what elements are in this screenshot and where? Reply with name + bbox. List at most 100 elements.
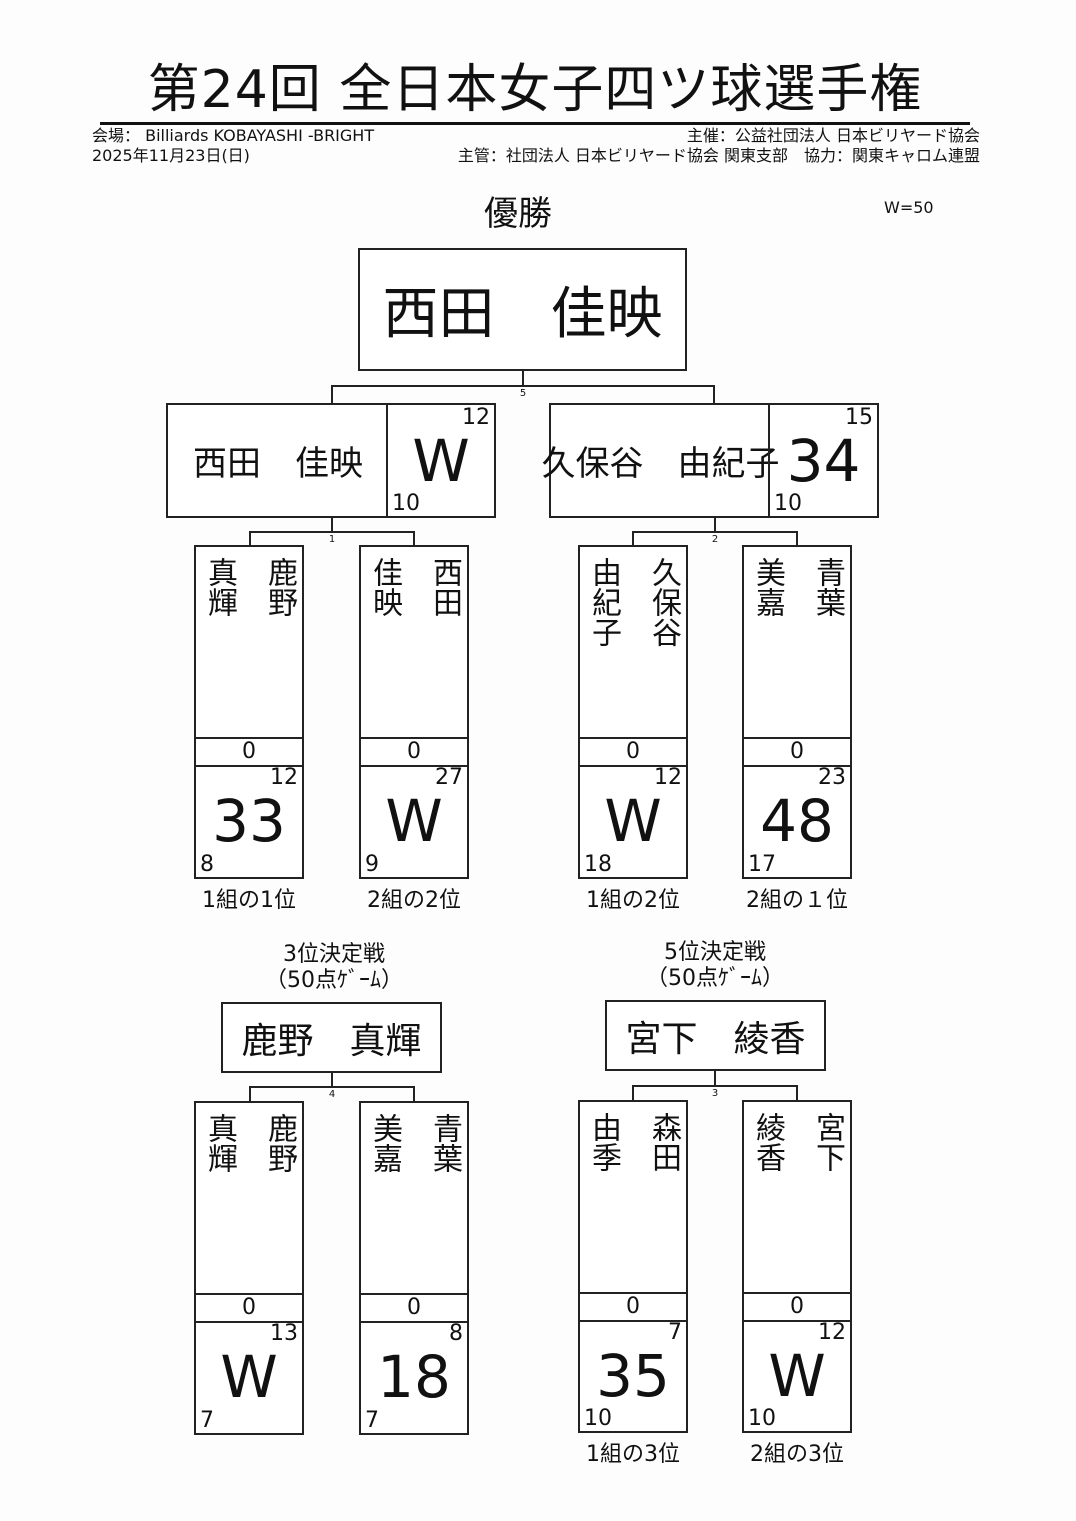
connector-line <box>331 385 333 403</box>
player-name: 久保谷 由紀子 <box>586 557 681 647</box>
connector-line <box>331 517 333 531</box>
connector-line <box>713 385 715 403</box>
score: 33 <box>212 787 286 855</box>
tournament-title: 第24回 全日本女子四ツ球選手権 <box>100 58 970 125</box>
connector-line <box>413 1086 415 1102</box>
target-points: 12 <box>654 765 682 790</box>
handicap-start: 0 <box>744 737 850 767</box>
target-points: 27 <box>435 765 463 790</box>
connector-line <box>632 1085 634 1101</box>
player-name: 青葉 美嘉 <box>367 1113 462 1173</box>
player-name: 西田 佳映 <box>367 557 462 617</box>
semifinalist-name: 西田 佳映 <box>193 444 363 484</box>
innings: 7 <box>365 1408 379 1433</box>
handicap-start: 0 <box>196 737 302 767</box>
score: W <box>220 1343 278 1411</box>
score: 48 <box>760 787 834 855</box>
connector-line <box>331 1072 333 1086</box>
innings: 8 <box>200 852 214 877</box>
fifth-place-winner-box: 宮下 綾香 <box>605 1000 826 1071</box>
score: W <box>768 1341 826 1410</box>
connector-line <box>632 531 634 546</box>
connector-line <box>714 517 716 531</box>
connector-line <box>249 1086 251 1102</box>
score: 34 <box>786 426 861 495</box>
player-name: 青葉 美嘉 <box>750 557 845 617</box>
connector-line <box>632 1085 798 1087</box>
match-number: 5 <box>519 388 527 399</box>
connector-line <box>796 531 798 546</box>
target-points: 7 <box>668 1320 682 1345</box>
score: 35 <box>596 1341 670 1410</box>
champion-name: 西田 佳映 <box>382 282 663 347</box>
score: W <box>604 787 662 855</box>
match-number: 1 <box>328 534 336 545</box>
organizer: 主催：公益社団法人 日本ビリヤード協会 <box>686 126 980 145</box>
score: W <box>412 426 470 495</box>
innings: 17 <box>748 852 776 877</box>
venue: 会場： Billiards KOBAYASHI -BRIGHT <box>92 126 375 145</box>
third-place-winner: 鹿野 真輝 <box>241 1020 422 1062</box>
player-name: 森田 由季 <box>586 1112 681 1172</box>
connector-line <box>714 1070 716 1085</box>
handicap-start: 0 <box>196 1293 302 1323</box>
connector-line <box>632 531 798 533</box>
third-place-title: 3位決定戦 <box>283 942 385 967</box>
target-points: 23 <box>818 765 846 790</box>
group-rank-label: 2組の3位 <box>750 1442 844 1467</box>
innings: 18 <box>584 852 612 877</box>
fifth-place-format: （50点ｹﾞｰﾑ） <box>646 966 784 991</box>
target-points: 8 <box>449 1321 463 1346</box>
innings: 9 <box>365 852 379 877</box>
innings: 7 <box>200 1408 214 1433</box>
connector-line <box>413 531 415 546</box>
player-name: 鹿野 真輝 <box>202 1113 297 1173</box>
group-rank-label: 1組の2位 <box>586 888 680 913</box>
fifth-place-title: 5位決定戦 <box>664 940 766 965</box>
innings: 10 <box>392 491 420 516</box>
group-rank-label: 1組の3位 <box>586 1442 680 1467</box>
third-place-winner-box: 鹿野 真輝 <box>221 1002 442 1073</box>
champion-box: 西田 佳映 <box>358 248 687 371</box>
target-points: 12 <box>270 765 298 790</box>
connector-line <box>249 531 415 533</box>
champion-label: 優勝 <box>484 194 552 234</box>
group-rank-label: 2組の１位 <box>746 888 848 913</box>
player-name: 鹿野 真輝 <box>202 557 297 617</box>
handicap-note: W=50 <box>884 198 934 217</box>
handicap-start: 0 <box>744 1292 850 1322</box>
score: W <box>385 787 443 855</box>
semifinalist-name: 久保谷 由紀子 <box>541 444 780 484</box>
match-number: 2 <box>711 534 719 545</box>
innings: 10 <box>774 491 802 516</box>
fifth-place-winner: 宮下 綾香 <box>625 1018 806 1060</box>
connector-line <box>249 531 251 546</box>
connector-line <box>522 371 524 385</box>
handicap-start: 0 <box>361 737 467 767</box>
player-name: 宮下 綾香 <box>750 1112 845 1172</box>
connector-line <box>249 1086 415 1088</box>
target-points: 12 <box>818 1320 846 1345</box>
score: 18 <box>377 1343 451 1411</box>
target-points: 13 <box>270 1321 298 1346</box>
group-rank-label: 1組の1位 <box>202 888 296 913</box>
